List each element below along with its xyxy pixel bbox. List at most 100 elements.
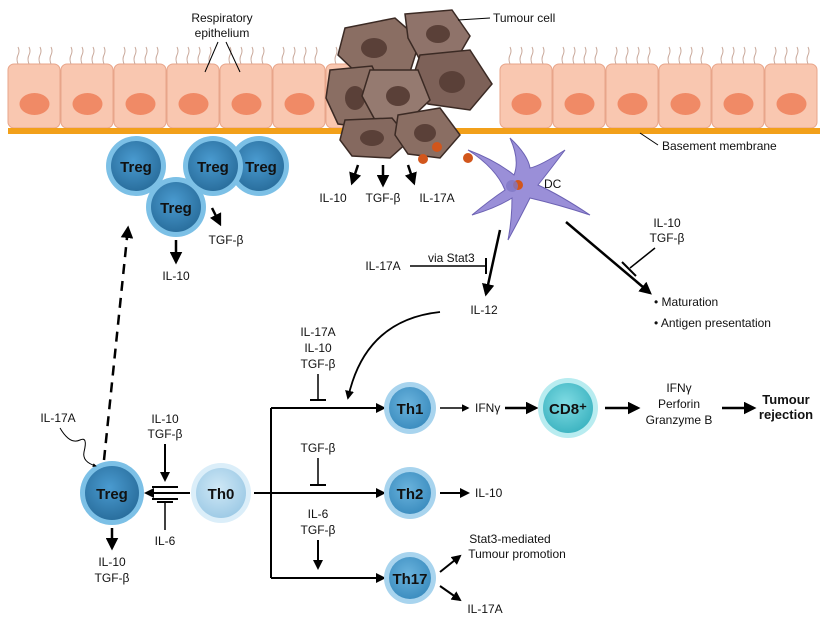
cilium <box>80 46 84 65</box>
treg-out-il10: IL-10 <box>98 555 126 569</box>
treg-tgfb: TGF-β <box>209 233 244 247</box>
th2-cell <box>384 467 436 519</box>
th17-label: Th17 <box>392 571 427 588</box>
th17-tgfb: TGF-β <box>301 523 336 537</box>
treg-il10: IL-10 <box>162 269 190 283</box>
cilium <box>508 46 512 65</box>
cilium <box>144 46 148 65</box>
cilium <box>27 46 31 65</box>
pointer-line <box>639 132 659 146</box>
tumour-cytokine-arrows <box>349 164 417 188</box>
dc-maturation-arrow <box>565 221 652 295</box>
th1-cell <box>384 382 436 434</box>
th17-promotion-arrow <box>439 554 462 573</box>
th2-il10: IL-10 <box>475 486 503 500</box>
th2-inhib-tgfb: TGF-β <box>301 441 336 455</box>
epithelial-nucleus <box>617 93 648 115</box>
epithelial-nucleus <box>776 93 807 115</box>
cilium <box>239 46 243 65</box>
cilium <box>731 46 735 65</box>
dendritic-cell <box>467 137 591 241</box>
tumour-rejection-label-2: rejection <box>759 407 813 422</box>
cilium <box>720 46 724 65</box>
dc-to-il12-arrow <box>482 229 502 297</box>
treg-cell-bottom <box>80 461 144 525</box>
cilium <box>303 46 307 65</box>
cilium <box>742 46 746 65</box>
dc-label: DC <box>544 177 562 191</box>
th0-label: Th0 <box>208 486 235 503</box>
antigen-presentation-label: • Antigen presentation <box>654 316 771 330</box>
dc-tgfb: TGF-β <box>650 231 685 245</box>
cilium <box>647 46 651 65</box>
th17-cell <box>384 552 436 604</box>
il17a-squiggle-arrow <box>59 427 97 468</box>
cd8-cell <box>538 378 598 438</box>
stat3-mediated-label: Stat3-mediated <box>469 532 550 546</box>
cilium <box>625 46 629 65</box>
tumour-il17a: IL-17A <box>419 191 454 205</box>
cilium <box>636 46 640 65</box>
cilium <box>314 46 318 65</box>
pointer-line <box>457 17 491 21</box>
cilium <box>561 46 565 65</box>
th17-il17a: IL-17A <box>467 602 502 616</box>
cilium <box>175 46 179 65</box>
treg-migration-dashed-arrow <box>102 225 134 461</box>
th0-cell <box>191 463 251 523</box>
cilium <box>614 46 618 65</box>
cilium <box>102 46 106 65</box>
cilium <box>519 46 523 65</box>
cilium <box>155 46 159 65</box>
cilium <box>69 46 73 65</box>
th1-ifng: IFNγ <box>475 401 500 415</box>
cilium <box>583 46 587 65</box>
cilium <box>753 46 757 65</box>
cilium <box>186 46 190 65</box>
cilium <box>784 46 788 65</box>
cilium <box>530 46 534 65</box>
pointer-line <box>225 41 241 73</box>
il17a-label: IL-17A <box>365 259 400 273</box>
treg-cluster <box>106 136 289 237</box>
cytokine-dots <box>418 142 473 164</box>
cilium <box>700 46 704 65</box>
tumour-cell-label: Tumour cell <box>493 11 555 25</box>
cilium <box>250 46 254 65</box>
dc-il10: IL-10 <box>653 216 681 230</box>
cilium <box>281 46 285 65</box>
epithelial-nucleus <box>511 93 542 115</box>
inhibit-bar <box>621 261 637 277</box>
via-stat3-label: via Stat3 <box>428 251 475 265</box>
respiratory-epithelium-label-2: epithelium <box>195 26 250 40</box>
epithelial-nucleus <box>231 93 262 115</box>
th0-branches <box>254 403 386 583</box>
pointer-line <box>204 41 219 73</box>
il12-to-th1-curve <box>345 311 441 400</box>
cilium <box>806 46 810 65</box>
cilium <box>334 46 338 65</box>
cilium <box>678 46 682 65</box>
treg-label: Treg <box>160 200 192 217</box>
maturation-label: • Maturation <box>654 295 718 309</box>
tumour-il10: IL-10 <box>319 191 347 205</box>
treg-label: Treg <box>245 159 277 176</box>
treg-il17a-label: IL-17A <box>40 411 75 425</box>
cilium <box>228 46 232 65</box>
cilium <box>773 46 777 65</box>
granzyme-label: Granzyme B <box>646 413 713 427</box>
epithelial-nucleus <box>723 93 754 115</box>
tumour-mass <box>325 9 493 159</box>
cilium <box>16 46 20 65</box>
th1-inhib-tgfb: TGF-β <box>301 357 336 371</box>
basement-membrane-label: Basement membrane <box>662 139 777 153</box>
inhibit-line <box>629 247 656 269</box>
treg-act-il10: IL-10 <box>151 412 179 426</box>
treg-label: Treg <box>120 159 152 176</box>
cilium <box>38 46 42 65</box>
cilium <box>594 46 598 65</box>
cilium <box>292 46 296 65</box>
respiratory-epithelium-label-1: Respiratory <box>191 11 252 25</box>
cilium <box>197 46 201 65</box>
